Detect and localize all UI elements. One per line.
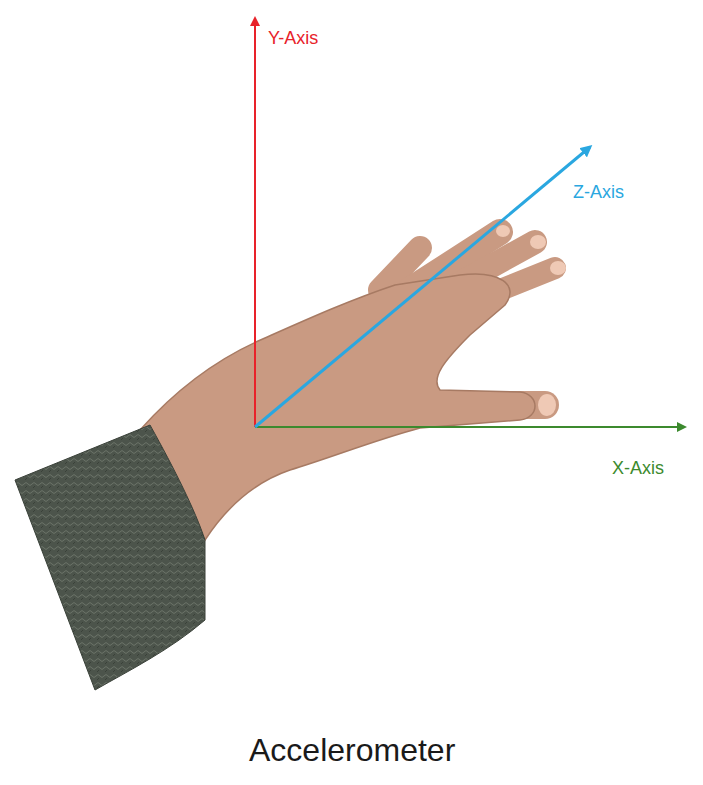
axis-label: Z-Axis [573,182,624,203]
x-axis-arrow [255,426,685,428]
y-axis-arrow [254,18,256,427]
axis-label: X-Axis [612,458,664,479]
caption: Accelerometer [249,732,455,769]
axis-label: Y-Axis [268,28,318,49]
sleeve [15,425,205,690]
hand [140,274,535,540]
z-axis-arrow [255,147,590,427]
fingernails [496,225,566,416]
